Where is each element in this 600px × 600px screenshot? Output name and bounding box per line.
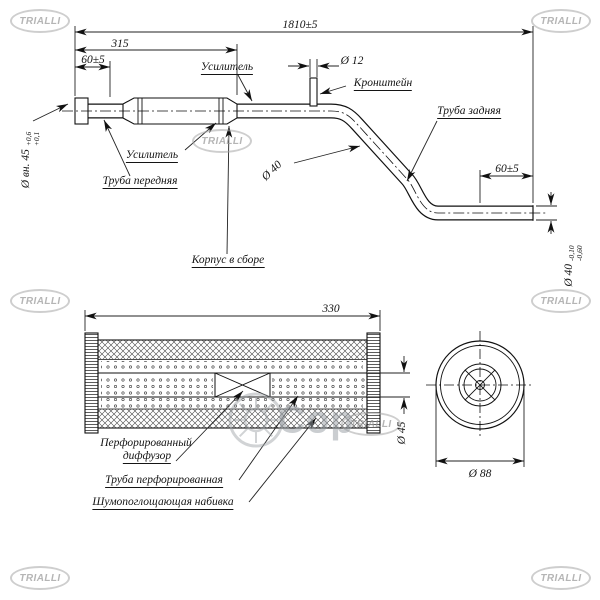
dim-front-inner-diameter: Ø вн. 45+0,6+0,1 bbox=[20, 131, 41, 189]
exhaust-pipe-body bbox=[62, 77, 547, 221]
watermark-badge: TRIALLI bbox=[10, 9, 70, 33]
dim-bracket-diameter: Ø 12 bbox=[340, 55, 364, 67]
label-perforated-pipe: Труба перфорированная bbox=[105, 474, 223, 488]
top-view-leader-lines bbox=[32, 74, 438, 255]
label-sound-stuffing: Шумопоглощающая набивка bbox=[92, 496, 234, 510]
watermark-badge: TRIALLI bbox=[10, 289, 70, 313]
top-view-linework bbox=[74, 26, 557, 234]
watermark-badge: TRIALLI bbox=[341, 412, 401, 436]
label-assembly: Корпус в сборе bbox=[191, 254, 265, 268]
label-bracket: Кронштейн bbox=[353, 77, 413, 91]
label-reinforcement-bottom: Усилитель bbox=[125, 149, 179, 163]
dim-330: 330 bbox=[322, 303, 340, 315]
dim-front-inner-main: Ø вн. 45 bbox=[20, 149, 32, 189]
label-rear-pipe: Труба задняя bbox=[437, 105, 501, 119]
watermark-badge: TRIALLI bbox=[192, 129, 252, 153]
dim-rear-outer-main: Ø 40 bbox=[563, 263, 575, 287]
label-diffuser-line2: диффузор bbox=[122, 450, 172, 464]
watermark-center-text: Сор bbox=[277, 399, 355, 442]
dim-60-left: 60±5 bbox=[81, 54, 105, 66]
dim-tube-diameter-45: Ø 45 bbox=[396, 421, 408, 445]
dim-front-inner-tol-bottom: +0,1 bbox=[31, 131, 41, 147]
dim-shell-diameter-88: Ø 88 bbox=[468, 468, 492, 480]
watermark-badge: TRIALLI bbox=[10, 566, 70, 590]
label-diffuser-line1: Перфорированный bbox=[100, 437, 192, 449]
end-view-linework bbox=[426, 331, 534, 467]
watermark-logo-icon bbox=[228, 392, 284, 448]
dim-rear-outer-tol-bottom: -0,60 bbox=[574, 245, 584, 261]
watermark-badge: TRIALLI bbox=[531, 289, 591, 313]
watermark-badge: TRIALLI bbox=[531, 566, 591, 590]
dim-overall-length: 1810±5 bbox=[282, 19, 318, 31]
label-front-pipe: Труба передняя bbox=[102, 175, 178, 189]
dim-60-right: 60±5 bbox=[495, 163, 519, 175]
section-view-linework bbox=[84, 310, 410, 503]
label-reinforcement-top: Усилитель bbox=[200, 61, 254, 75]
dim-rear-outer-diameter: Ø 40-0,10-0,60 bbox=[563, 245, 584, 287]
watermark-badge: TRIALLI bbox=[531, 9, 591, 33]
dim-315: 315 bbox=[111, 38, 129, 50]
